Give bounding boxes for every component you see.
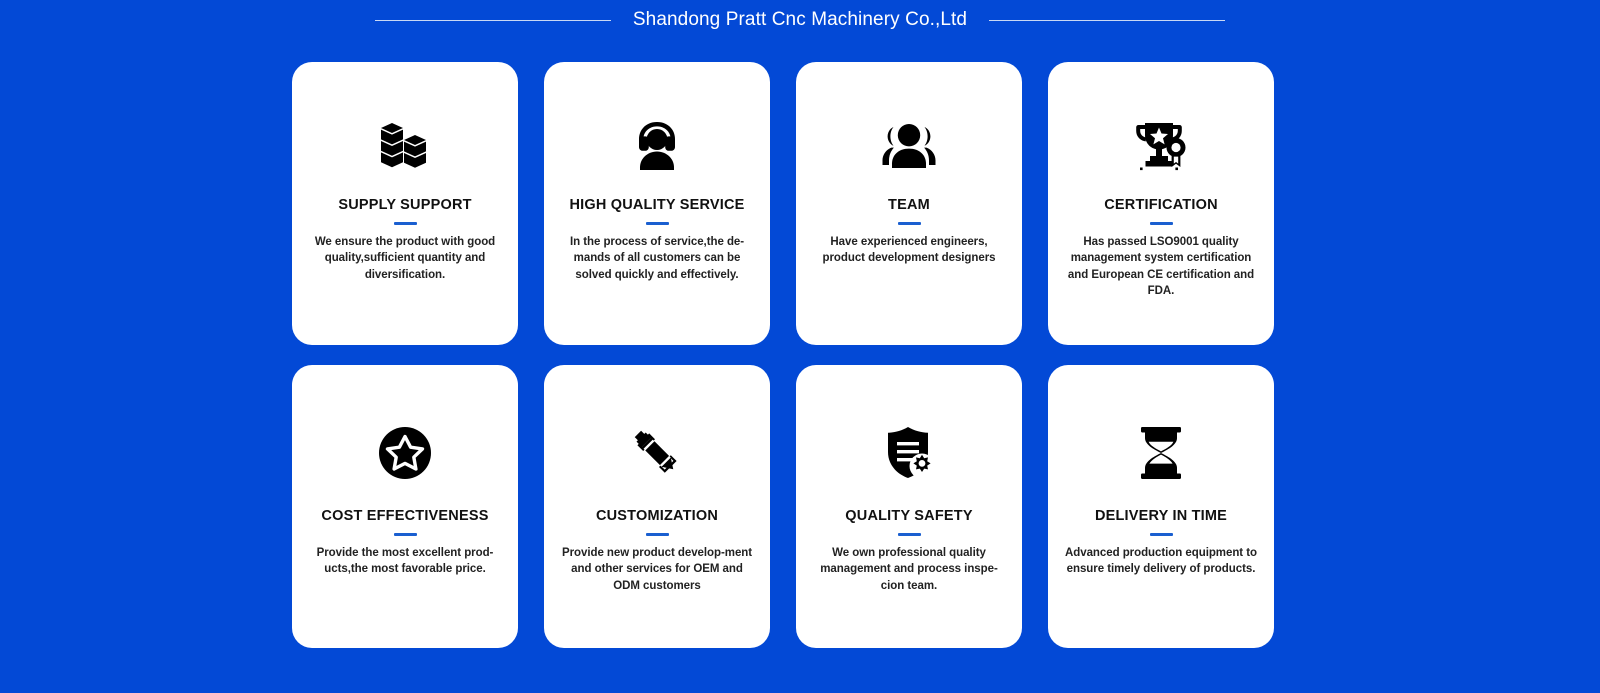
advantage-card-cost-effectiveness[interactable]: COST EFFECTIVENESS Provide the most exce… [292, 365, 518, 648]
card-divider [393, 221, 417, 225]
card-title: SUPPLY SUPPORT [338, 197, 472, 213]
shield-gear-icon [878, 423, 940, 483]
card-title: DELIVERY IN TIME [1094, 508, 1228, 524]
card-description: Provide new product develop-ment and oth… [561, 546, 753, 592]
page-header: Shandong Pratt Cnc Machinery Co.,Ltd [0, 0, 1600, 40]
card-title: HIGH QUALITY SERVICE [569, 197, 745, 213]
card-description: We ensure the product with good quality,… [314, 235, 496, 281]
card-divider [1149, 221, 1173, 225]
card-title: TEAM [888, 197, 930, 213]
advantages-card-grid: SUPPLY SUPPORT We ensure the product wit… [292, 62, 1282, 648]
advantage-card-delivery-in-time[interactable]: DELIVERY IN TIME Advanced production equ… [1048, 365, 1274, 648]
card-divider [393, 532, 417, 536]
card-description: In the process of service,the de-mands o… [569, 235, 745, 281]
people-group-icon [878, 116, 940, 176]
card-description: Has passed LSO9001 quality management sy… [1067, 235, 1255, 297]
card-divider [897, 532, 921, 536]
card-title: COST EFFECTIVENESS [321, 508, 489, 524]
card-divider [1149, 532, 1173, 536]
card-description: We own professional quality management a… [820, 546, 998, 592]
card-title: CERTIFICATION [1104, 197, 1218, 213]
hourglass-icon [1130, 423, 1192, 483]
advantage-card-high-quality-service[interactable]: HIGH QUALITY SERVICE In the process of s… [544, 62, 770, 345]
advantage-card-quality-safety[interactable]: QUALITY SAFETY We own professional quali… [796, 365, 1022, 648]
header-rule-left [374, 19, 611, 21]
card-divider [645, 221, 669, 225]
star-circle-icon [374, 423, 436, 483]
card-divider [645, 532, 669, 536]
pencil-ruler-icon [626, 423, 688, 483]
advantage-card-supply-support[interactable]: SUPPLY SUPPORT We ensure the product wit… [292, 62, 518, 345]
advantage-card-team[interactable]: TEAM Have experienced engineers, product… [796, 62, 1022, 345]
card-title: CUSTOMIZATION [595, 508, 719, 524]
card-divider [897, 221, 921, 225]
card-description: Have experienced engineers, product deve… [822, 235, 996, 265]
advantage-card-customization[interactable]: CUSTOMIZATION Provide new product develo… [544, 365, 770, 648]
card-description: Provide the most excellent prod-ucts,the… [316, 546, 494, 576]
card-title: QUALITY SAFETY [845, 508, 973, 524]
header-rule-right [989, 19, 1226, 21]
card-description: Advanced production equipment to ensure … [1065, 546, 1257, 576]
headset-support-icon [626, 116, 688, 176]
stacked-blocks-icon [374, 116, 436, 176]
trophy-medal-icon [1130, 116, 1192, 176]
company-name-title: Shandong Pratt Cnc Machinery Co.,Ltd [632, 8, 968, 30]
advantage-card-certification[interactable]: CERTIFICATION Has passed LSO9001 quality… [1048, 62, 1274, 345]
